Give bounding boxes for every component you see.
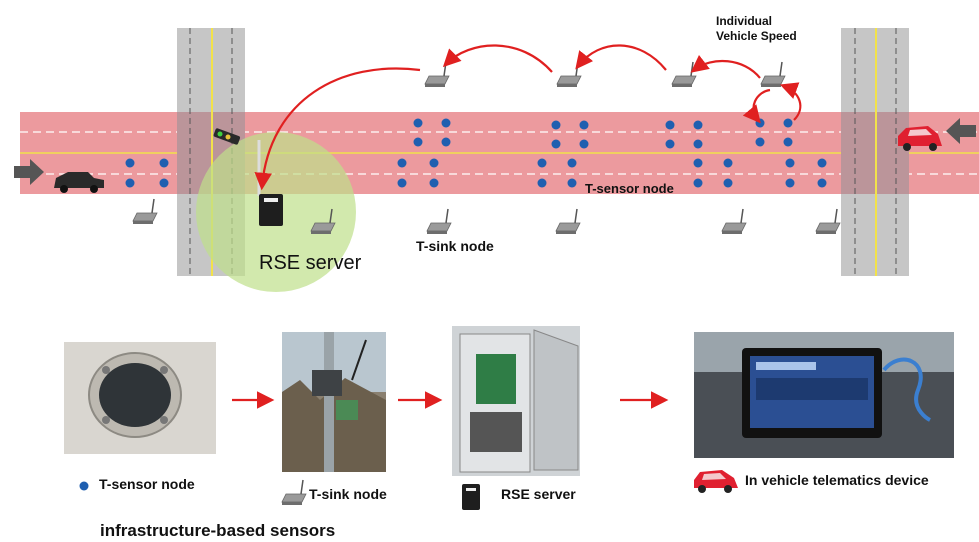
car-red-icon (898, 126, 942, 151)
label-t-sensor-node: T-sensor node (585, 181, 674, 196)
crossroad-right (841, 28, 909, 276)
label-rse-server: RSE server (259, 252, 362, 274)
sink-node-icon (760, 61, 786, 88)
sink-node-icon (132, 198, 158, 225)
t-sensor-nodes (125, 118, 827, 188)
sink-node-icon (556, 61, 582, 88)
car-red-icon (694, 470, 738, 493)
road-network-diagram (14, 28, 979, 292)
sink-node-icon (426, 208, 452, 235)
label-line: Vehicle Speed (716, 29, 797, 43)
label-bottom-t-sink-node: T-sink node (309, 486, 387, 502)
label-individual-vehicle-speed: Individual Vehicle Speed (716, 14, 797, 44)
sensor-dot-icon (79, 481, 89, 491)
relay-arrows (254, 44, 802, 191)
caption-infrastructure-sensors: infrastructure-based sensors (100, 521, 336, 540)
label-line: Individual (716, 14, 773, 28)
arrow-left-icon (946, 118, 976, 144)
sink-node-icon (815, 208, 841, 235)
photo-t-sensor-node (64, 342, 216, 454)
pipeline-diagram (64, 326, 954, 510)
photo-telematics-device (694, 332, 954, 458)
label-bottom-telematics: In vehicle telematics device (745, 472, 929, 488)
sink-node-icon (671, 61, 697, 88)
label-t-sink-node: T-sink node (416, 238, 494, 254)
car-dark-icon (54, 172, 104, 193)
sink-node-icon (555, 208, 581, 235)
label-bottom-t-sensor-node: T-sensor node (99, 476, 195, 492)
label-bottom-rse-server: RSE server (501, 486, 576, 502)
arrow-right-icon (14, 159, 44, 185)
sink-node-icon (721, 208, 747, 235)
rse-server-icon (462, 484, 480, 510)
photo-rse-server (452, 326, 580, 476)
photo-t-sink-node (282, 332, 386, 472)
sink-node-icon (424, 61, 450, 88)
traffic-light-icon (213, 128, 241, 145)
sink-node-icon (281, 479, 307, 505)
